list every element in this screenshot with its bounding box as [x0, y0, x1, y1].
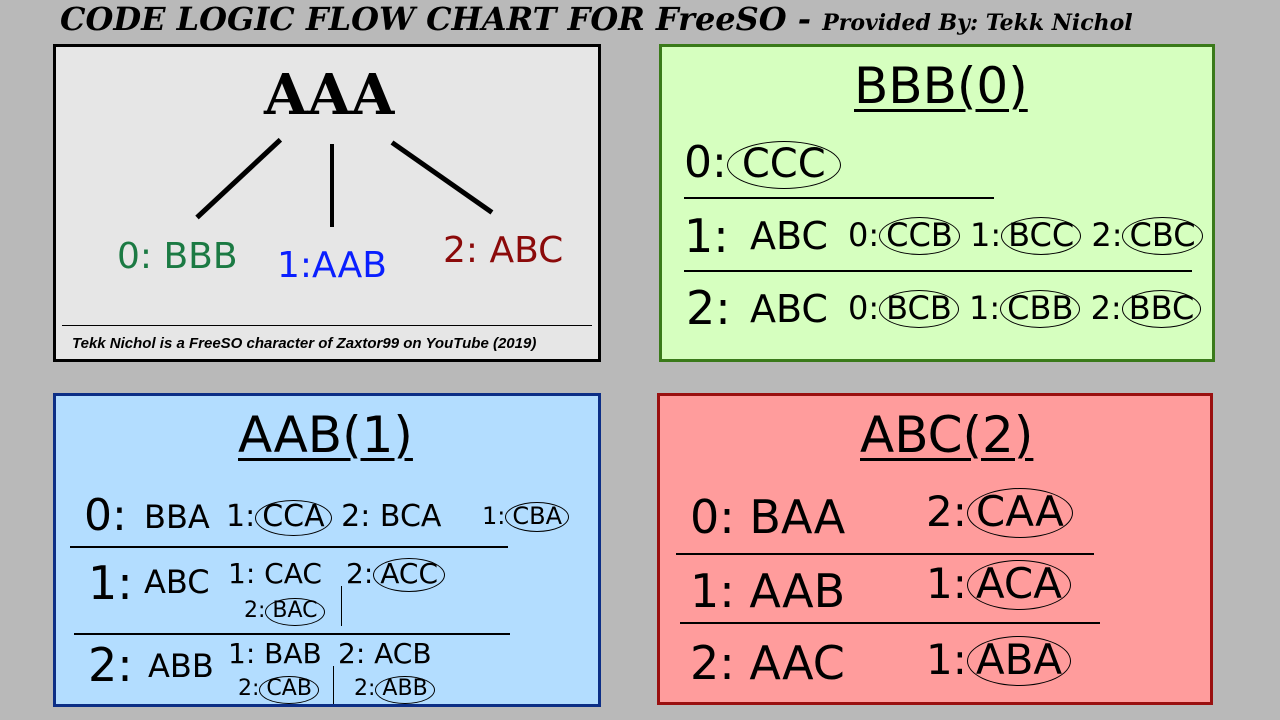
aaa-root-label: AAA: [264, 62, 395, 128]
bbb-row-2-value: ABC: [750, 287, 828, 331]
abc-row-1-circled-aca: ACA: [966, 560, 1071, 610]
abc-row-0-label: 0: BAA: [690, 490, 846, 544]
abc-row-2-child-key: 1:: [926, 635, 967, 684]
bbb-row-2-circled-cbb: CBB: [1000, 290, 1081, 328]
aab-row-1-child-3-key: 2:: [244, 598, 266, 623]
aab-row-2-value: ABB: [148, 647, 214, 685]
aab-row-1-child-1: 1: CAC: [228, 557, 322, 590]
aab-row-1-child-2-key: 2:: [346, 557, 374, 590]
aab-row-2-circled-cab: CAB: [259, 676, 319, 704]
bbb-row-1-circled-ccb: CCB: [879, 217, 960, 255]
abc-row-0-child: 2:CAA: [926, 488, 1073, 538]
abc-row-2-child: 1:ABA: [926, 635, 1072, 686]
bbb-row-2-child-1-key: 1:: [969, 289, 1001, 327]
bbb-row-1-value: ABC: [750, 214, 828, 258]
bbb-row-1-child-2-key: 2:: [1091, 216, 1123, 254]
bbb-divider-1: [684, 197, 994, 199]
abc-row-1-label: 1: AAB: [690, 564, 846, 618]
abc-row-2-label: 2: AAC: [690, 636, 845, 690]
aab-row-1-circled-acc: ACC: [373, 558, 446, 592]
bbb-row-0-circled-ccc: CCC: [726, 141, 841, 189]
branch-line-0: [195, 137, 283, 220]
branch-abc-label: 2: ABC: [443, 230, 564, 271]
bbb-row-1-child-0-key: 0:: [848, 216, 880, 254]
aab-divider-2: [74, 633, 510, 635]
bbb-row-2-child-0-key: 0:: [848, 289, 880, 327]
aab-row-0-child-2: 2: BCA: [341, 499, 442, 534]
aab-row-1-child-2: 2:ACC: [346, 557, 446, 592]
branch-aab-label: 1:AAB: [277, 245, 387, 286]
aab-row-2-child-3-key: 2:: [238, 676, 260, 701]
abc-heading: ABC(2): [860, 406, 1034, 464]
abc-row-0-child-key: 2:: [926, 487, 967, 536]
bbb-panel: BBB(0) 0:CCC 1: ABC 0:CCB 1:BCC 2:CBC 2:…: [659, 44, 1215, 362]
bbb-row-1-key: 1:: [684, 209, 729, 263]
bbb-row-0-key: 0:: [684, 137, 727, 188]
page-title: CODE LOGIC FLOW CHART FOR FreeSO - Provi…: [60, 3, 1133, 35]
bbb-heading: BBB(0): [854, 57, 1028, 115]
abc-row-1-child-key: 1:: [926, 559, 967, 608]
aab-row-1-value: ABC: [144, 563, 210, 601]
aab-row-0-extra-key: 1:: [482, 502, 506, 530]
aab-row-1-circled-bac: BAC: [265, 598, 325, 626]
bbb-row-1-circled-bcc: BCC: [1001, 217, 1082, 255]
title-subtitle: Provided By: Tekk Nichol: [822, 10, 1133, 36]
abc-divider-1: [676, 553, 1094, 555]
bbb-row-2-child-2-key: 2:: [1090, 289, 1122, 327]
aab-row-0-children: 1:CCA 2: BCA: [226, 500, 441, 536]
bbb-row-2-key: 2:: [686, 281, 731, 335]
bbb-row-2-circled-bcb: BCB: [879, 290, 959, 328]
aab-row-2-circled-abb: ABB: [375, 676, 435, 704]
credit-text: Tekk Nichol is a FreeSO character of Zax…: [72, 335, 537, 352]
abc-divider-2: [680, 622, 1100, 624]
bbb-row-0: 0:CCC: [684, 141, 841, 189]
bbb-divider-2: [684, 270, 1192, 272]
aab-row-0-circled-cba: CBA: [505, 502, 569, 532]
abc-row-1-child: 1:ACA: [926, 560, 1071, 610]
branch-line-1: [330, 144, 334, 227]
aab-row-2-key: 2:: [88, 638, 133, 692]
aaa-panel: AAA 0: BBB 1:AAB 2: ABC Tekk Nichol is a…: [53, 44, 601, 362]
branch-line-2: [390, 140, 494, 215]
aab-row-2-child-4-key: 2:: [354, 676, 376, 701]
bbb-row-2-children: 0:BCB 1:CBB 2:BBC: [848, 289, 1202, 328]
aab-row-2-child-4: 2:ABB: [354, 676, 435, 704]
aab-row-2-child-1: 1: BAB: [228, 637, 322, 670]
abc-row-0-circled-caa: CAA: [966, 488, 1073, 538]
bbb-row-2-circled-bbc: BBC: [1121, 290, 1202, 328]
bbb-row-1-child-1-key: 1:: [969, 216, 1002, 254]
aab-row-0-child-1-key: 1:: [226, 499, 256, 534]
bbb-row-1-circled-cbc: CBC: [1122, 217, 1203, 255]
aab-row-0-value: BBA: [144, 498, 210, 536]
credit-divider: [62, 325, 592, 326]
aab-row-1-separator: [341, 586, 342, 626]
aab-panel: AAB(1) 0: BBA 1:CCA 2: BCA 1:CBA 1: ABC …: [53, 393, 601, 707]
branch-bbb-label: 0: BBB: [117, 236, 238, 277]
abc-panel: ABC(2) 0: BAA 2:CAA 1: AAB 1:ACA 2: AAC …: [657, 393, 1213, 705]
aab-row-2-child-2: 2: ACB: [338, 637, 432, 670]
aab-row-1-key: 1:: [88, 556, 133, 610]
aab-row-0-extra: 1:CBA: [482, 502, 569, 532]
aab-row-0-key: 0:: [84, 490, 127, 541]
aab-row-2-child-3: 2:CAB: [238, 676, 319, 704]
aab-row-1-child-3: 2:BAC: [244, 598, 325, 626]
title-main: CODE LOGIC FLOW CHART FOR FreeSO -: [60, 0, 812, 38]
aab-row-2-separator: [333, 666, 334, 704]
aab-row-0-circled-cca: CCA: [255, 500, 332, 536]
aab-divider-1: [70, 546, 508, 548]
bbb-row-1-children: 0:CCB 1:BCC 2:CBC: [848, 217, 1203, 255]
aab-heading: AAB(1): [238, 406, 413, 464]
abc-row-2-circled-aba: ABA: [966, 636, 1072, 686]
